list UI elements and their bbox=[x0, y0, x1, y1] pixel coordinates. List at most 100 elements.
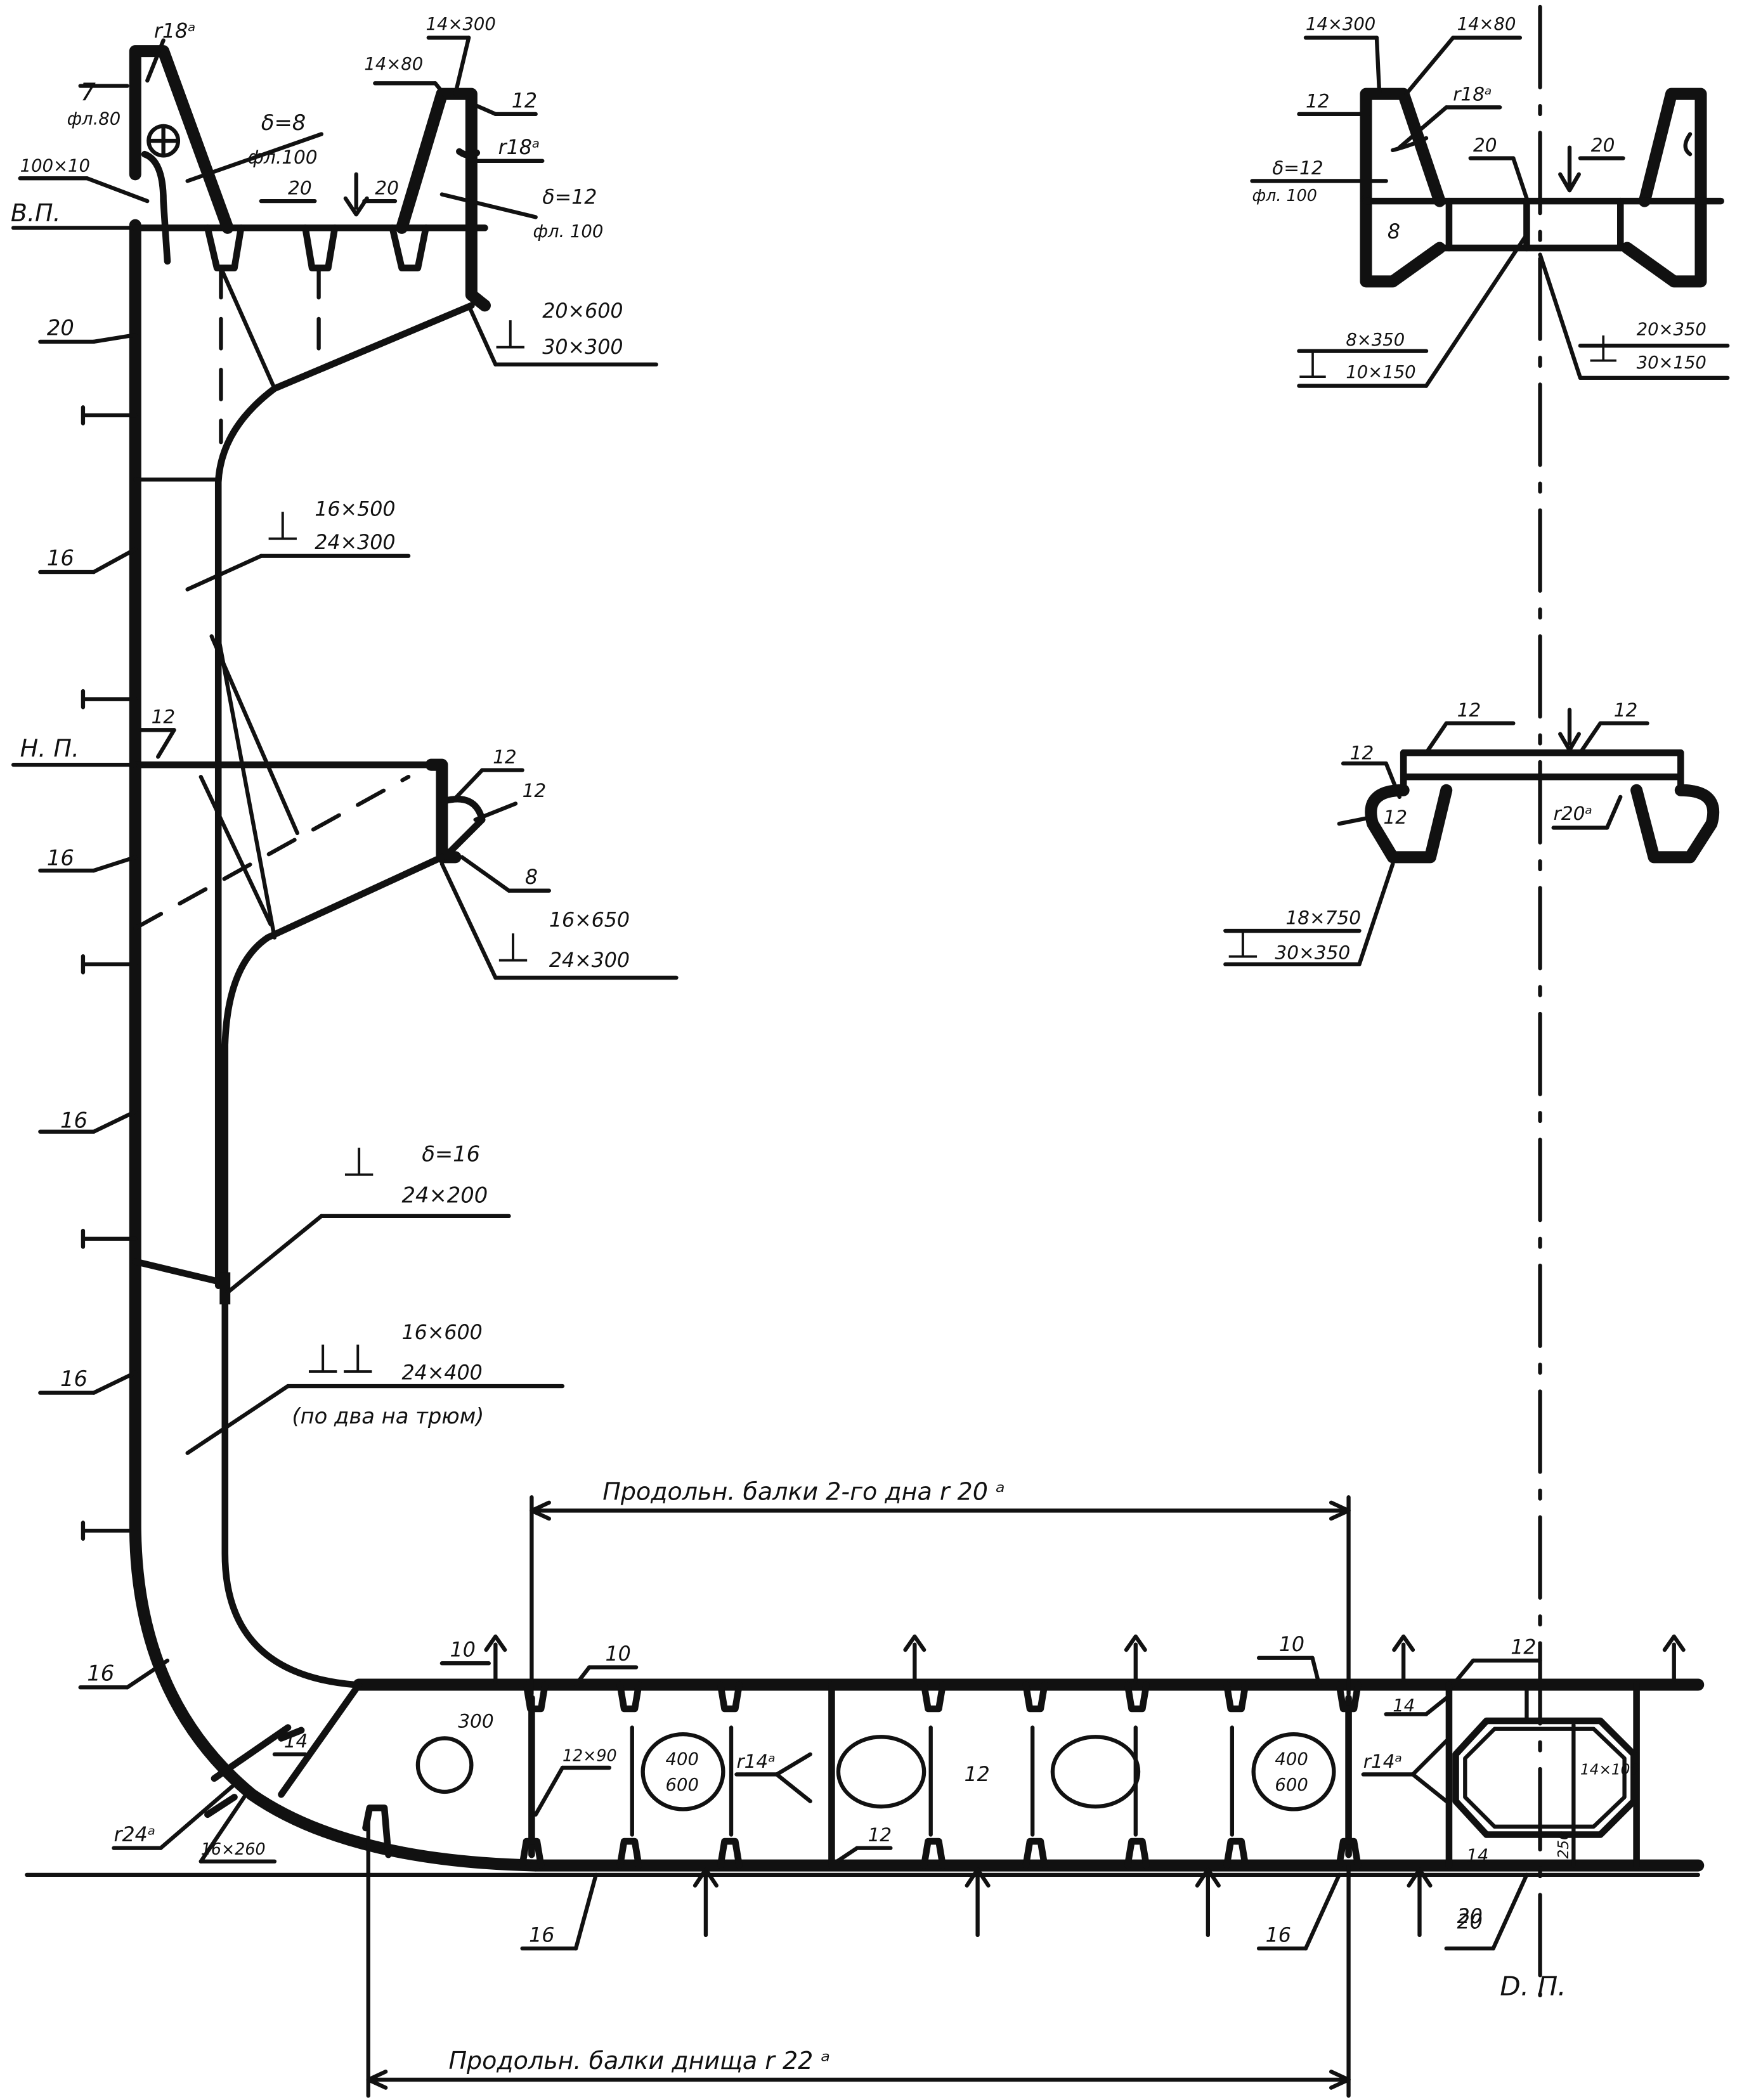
manhole-400x600-a bbox=[640, 1732, 725, 1812]
weld-marks-bottom bbox=[484, 1634, 1686, 1938]
svg-text:10: 10 bbox=[450, 1639, 476, 1662]
label-upper-deck: В.П. bbox=[11, 199, 61, 227]
lower-deck-beam bbox=[425, 758, 462, 864]
svg-text:16: 16 bbox=[60, 1108, 88, 1132]
svg-text:12: 12 bbox=[152, 706, 176, 728]
hatch-coaming-right bbox=[396, 88, 491, 312]
svg-text:8×350: 8×350 bbox=[1346, 330, 1405, 350]
svg-text:20: 20 bbox=[47, 315, 74, 340]
svg-text:24×300: 24×300 bbox=[315, 531, 395, 554]
svg-text:14×100: 14×100 bbox=[1580, 1761, 1639, 1778]
svg-text:16: 16 bbox=[60, 1366, 88, 1391]
svg-text:14×300: 14×300 bbox=[426, 15, 496, 34]
svg-text:8: 8 bbox=[1388, 221, 1400, 243]
svg-text:14: 14 bbox=[1393, 1696, 1415, 1716]
svg-text:20: 20 bbox=[1457, 1905, 1483, 1928]
svg-text:фл.100: фл.100 bbox=[248, 146, 318, 168]
svg-text:20: 20 bbox=[1591, 134, 1615, 156]
manhole-400x600-b bbox=[1251, 1732, 1336, 1812]
svg-text:⊥: ⊥ bbox=[1587, 327, 1620, 371]
svg-text:⊥⊥: ⊥⊥ bbox=[305, 1335, 375, 1382]
svg-text:r24ᵃ: r24ᵃ bbox=[114, 1824, 156, 1846]
dim-label-top: Продольн. балки 2-го дна r 20 ᵃ bbox=[602, 1478, 1005, 1506]
hull-section bbox=[11, 4, 1705, 2098]
svg-text:12: 12 bbox=[868, 1824, 892, 1846]
svg-text:12: 12 bbox=[523, 780, 547, 801]
svg-text:20: 20 bbox=[288, 178, 312, 199]
svg-text:фл. 100: фл. 100 bbox=[533, 222, 603, 242]
svg-text:10: 10 bbox=[1279, 1633, 1304, 1656]
svg-text:12: 12 bbox=[1306, 90, 1330, 112]
svg-text:14: 14 bbox=[1466, 1846, 1488, 1866]
svg-text:300: 300 bbox=[458, 1711, 493, 1732]
label-lower-deck: Н. П. bbox=[20, 735, 79, 763]
svg-text:16: 16 bbox=[47, 546, 74, 571]
deck-beam-bracket bbox=[141, 150, 171, 265]
svg-text:20: 20 bbox=[1473, 134, 1497, 156]
labels: В.П. Н. П. D. П. r18ᵃ 7 фл.80 100×10 δ=8… bbox=[11, 15, 1707, 2075]
svg-text:20×600: 20×600 bbox=[542, 300, 623, 323]
svg-text:24×200: 24×200 bbox=[402, 1183, 488, 1208]
svg-text:18×750: 18×750 bbox=[1285, 907, 1361, 928]
duct-keel bbox=[1452, 1717, 1637, 1838]
svg-text:10: 10 bbox=[606, 1643, 631, 1666]
svg-text:12: 12 bbox=[493, 746, 517, 768]
svg-text:12: 12 bbox=[1350, 742, 1374, 764]
svg-text:600: 600 bbox=[1275, 1775, 1308, 1795]
deck-girders bbox=[204, 224, 429, 271]
hatch-detail-top bbox=[1250, 36, 1730, 388]
svg-text:16: 16 bbox=[1266, 1924, 1291, 1947]
svg-text:r18ᵃ: r18ᵃ bbox=[154, 20, 196, 42]
svg-text:400: 400 bbox=[666, 1750, 699, 1770]
weld-marks-side bbox=[81, 405, 138, 1541]
svg-text:20: 20 bbox=[375, 178, 399, 199]
side-shell bbox=[129, 219, 542, 1872]
svg-text:δ=12: δ=12 bbox=[542, 186, 597, 209]
svg-text:δ=8: δ=8 bbox=[261, 110, 306, 135]
svg-text:фл.80: фл.80 bbox=[67, 110, 121, 129]
svg-text:14×80: 14×80 bbox=[1457, 15, 1516, 34]
svg-text:400: 400 bbox=[1275, 1750, 1308, 1770]
svg-text:16: 16 bbox=[47, 846, 74, 871]
svg-text:24×400: 24×400 bbox=[402, 1362, 483, 1385]
svg-text:30×150: 30×150 bbox=[1637, 353, 1707, 373]
svg-text:12: 12 bbox=[1511, 1636, 1536, 1659]
svg-text:16×600: 16×600 bbox=[402, 1321, 483, 1344]
svg-text:12: 12 bbox=[964, 1763, 989, 1786]
svg-text:14: 14 bbox=[284, 1730, 308, 1752]
svg-text:14×80: 14×80 bbox=[364, 55, 423, 74]
svg-text:δ=16: δ=16 bbox=[422, 1141, 480, 1166]
svg-text:16: 16 bbox=[529, 1924, 554, 1947]
manhole-oval-b bbox=[1050, 1735, 1141, 1809]
svg-text:⊥: ⊥ bbox=[342, 1139, 377, 1186]
svg-text:⊥: ⊥ bbox=[1225, 920, 1260, 967]
svg-text:16×500: 16×500 bbox=[315, 498, 395, 521]
manhole-oval-a bbox=[836, 1735, 927, 1809]
svg-text:r20ᵃ: r20ᵃ bbox=[1554, 803, 1592, 824]
svg-text:(по два на трюм): (по два на трюм) bbox=[292, 1404, 484, 1429]
svg-text:16: 16 bbox=[87, 1661, 114, 1686]
svg-text:100×10: 100×10 bbox=[20, 157, 90, 176]
svg-text:8: 8 bbox=[525, 866, 538, 889]
svg-text:30×300: 30×300 bbox=[542, 336, 623, 359]
svg-text:10×150: 10×150 bbox=[1346, 363, 1415, 382]
svg-text:12×90: 12×90 bbox=[562, 1746, 617, 1765]
svg-text:250: 250 bbox=[1555, 1831, 1572, 1858]
svg-text:фл. 100: фл. 100 bbox=[1252, 186, 1317, 205]
svg-text:7: 7 bbox=[81, 79, 96, 107]
svg-text:r18ᵃ: r18ᵃ bbox=[498, 136, 540, 159]
svg-text:12: 12 bbox=[1383, 807, 1407, 828]
label-dp: D. П. bbox=[1500, 1971, 1566, 2002]
dim-label-bottom: Продольн. балки днища r 22 ᵃ bbox=[448, 2047, 830, 2075]
svg-text:24×300: 24×300 bbox=[549, 949, 630, 972]
svg-text:⊥: ⊥ bbox=[493, 311, 528, 358]
svg-text:12: 12 bbox=[1457, 699, 1481, 721]
svg-text:⊥: ⊥ bbox=[265, 502, 300, 549]
svg-text:14×300: 14×300 bbox=[1306, 15, 1375, 34]
svg-text:12: 12 bbox=[1614, 699, 1638, 721]
svg-text:16×650: 16×650 bbox=[549, 909, 630, 932]
svg-text:r14ᵃ: r14ᵃ bbox=[736, 1751, 775, 1772]
svg-text:30×350: 30×350 bbox=[1275, 942, 1350, 963]
svg-text:δ=12: δ=12 bbox=[1272, 157, 1323, 179]
